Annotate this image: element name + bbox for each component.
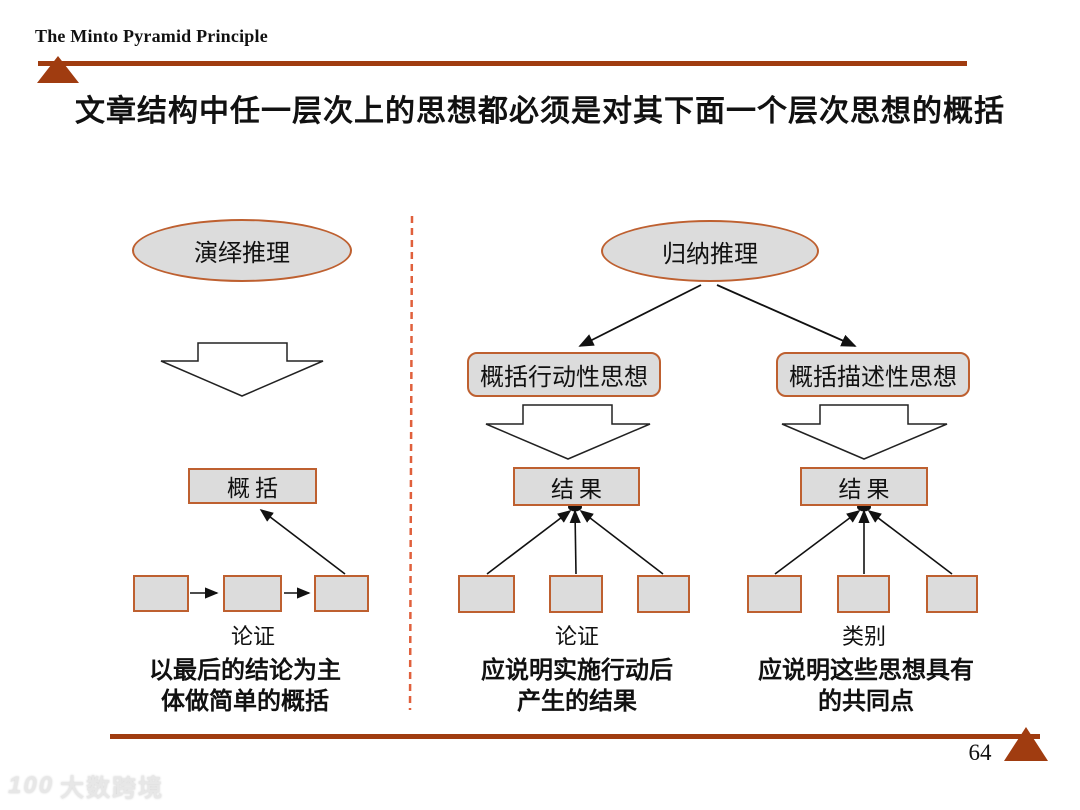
action-idea-label: 概括行动性思想 [480,365,648,391]
descriptive-idea-label: 概括描述性思想 [789,365,957,391]
inductive-reasoning-ellipse: 归纳推理 [601,220,819,282]
category-box-2 [837,575,890,613]
caption-line: 产生的结果 [517,688,637,715]
branch1-caption: 应说明实施行动后 产生的结果 [427,655,727,717]
caption-line: 以最后的结论为主 [149,657,341,684]
argument-box-3 [314,575,369,612]
caption-line: 的共同点 [818,688,914,715]
watermark-brand-text: 大数跨境 [60,775,165,802]
bottom-triangle-icon [1004,727,1048,761]
brand-logo-icon: 100 [8,771,55,799]
deductive-reasoning-ellipse: 演绎推理 [132,219,352,282]
argument-to-summary-arrow [259,509,346,575]
down-block-arrow-icon [781,404,948,460]
top-rule [38,61,967,66]
left-diagram-caption: 以最后的结论为主 体做简单的概括 [95,655,395,717]
result-box-1-label: 结果 [551,476,607,502]
bottom-rule [110,734,1040,739]
down-block-arrow-icon [160,342,324,397]
watermark: 100 大数跨境 [8,768,164,803]
branch2-caption: 应说明这些思想具有 的共同点 [716,655,1016,717]
branch2-label: 类别 [841,624,886,649]
caption-line: 应说明这些思想具有 [758,657,974,684]
argument-box-1 [133,575,189,612]
section-divider-dashed-line [408,215,414,711]
summary-box-label: 概括 [227,476,283,501]
header-title: The Minto Pyramid Principle [35,26,268,46]
result-box-1: 结果 [513,467,640,506]
caption-line: 应说明实施行动后 [481,657,673,684]
caption-line: 体做简单的概括 [161,688,329,715]
inductive-reasoning-label: 归纳推理 [662,241,758,268]
down-block-arrow-icon [485,404,651,460]
left-diagram-label: 论证 [230,624,275,649]
evidence-box-3 [637,575,690,613]
page-number: 64 [968,740,992,765]
descriptive-idea-node: 概括描述性思想 [776,352,970,397]
evidence-box-1 [458,575,515,613]
action-idea-node: 概括行动性思想 [467,352,661,397]
evidence-box-2 [549,575,603,613]
page-title: 文章结构中任一层次上的思想都必须是对其下面一个层次思想的概括 [75,95,1005,128]
summary-box: 概括 [188,468,317,504]
result-box-2-label: 结果 [838,476,895,502]
top-triangle-icon [37,56,79,83]
branch1-label: 论证 [554,624,599,649]
category-box-1 [747,575,802,613]
argument-box-2 [223,575,282,612]
deductive-reasoning-label: 演绎推理 [194,241,290,267]
result-box-2: 结果 [800,467,928,506]
category-box-3 [926,575,978,613]
